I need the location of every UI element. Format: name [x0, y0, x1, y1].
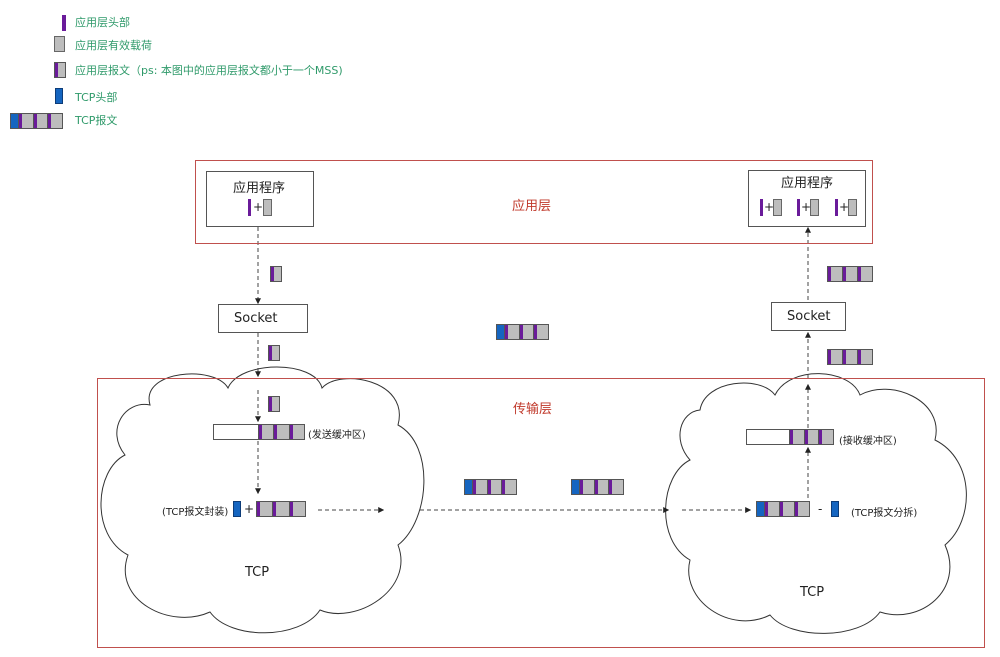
- receiver-app-box: 应用程序 + + +: [748, 170, 866, 227]
- legend-tcp-header-label: TCP头部: [75, 91, 118, 104]
- sender-app-box: 应用程序 +: [206, 171, 314, 227]
- legend-tcp-segment-swatch: [10, 113, 63, 129]
- receiver-app-payload-1: [773, 199, 782, 216]
- receive-buffer-label: (接收缓冲区): [839, 436, 897, 447]
- receiver-app-header-3: [835, 199, 838, 216]
- receiver-app-messages-1: [827, 266, 873, 282]
- tcp-encapsulate-label: (TCP报文封装): [162, 507, 229, 518]
- receiver-app-header-1: [760, 199, 763, 216]
- receiver-socket-label: Socket: [787, 309, 831, 324]
- receiver-app-payload-2: [810, 199, 819, 216]
- sender-encap-plus: +: [244, 502, 255, 516]
- receive-buffer: [746, 429, 834, 445]
- send-buffer-label: (发送缓冲区): [308, 430, 366, 441]
- legend-app-payload-label: 应用层有效载荷: [75, 39, 152, 52]
- legend-tcp-header-swatch: [55, 88, 63, 104]
- application-layer-label: 应用层: [512, 199, 552, 214]
- receiver-app-plus-1: +: [764, 200, 775, 214]
- sender-socket-box: Socket: [218, 304, 308, 333]
- sender-tcp-header-block: [233, 501, 241, 517]
- receiver-tcp-label: TCP: [800, 585, 825, 600]
- transport-layer-label: 传输层: [513, 402, 553, 417]
- legend-tcp-segment-label: TCP报文: [75, 114, 118, 127]
- sender-app-message-3: [268, 396, 280, 412]
- legend-app-header-swatch: [62, 15, 66, 31]
- sender-app-payload-block: [263, 199, 272, 216]
- sender-tcp-cloud: [100, 366, 425, 634]
- sender-socket-label: Socket: [234, 311, 278, 326]
- receiver-app-payload-3: [848, 199, 857, 216]
- sender-app-message-2: [268, 345, 280, 361]
- sender-app-message-1: [270, 266, 282, 282]
- sender-payload-strip: [256, 501, 306, 517]
- legend-app-header-label: 应用层头部: [75, 16, 130, 29]
- sender-app-header-block: [248, 199, 251, 216]
- tcp-segment-transit-1: [464, 479, 517, 495]
- tcp-segment-transit-2: [571, 479, 624, 495]
- sender-tcp-label: TCP: [245, 565, 270, 580]
- application-layer-box: [195, 160, 873, 244]
- sender-app-plus: +: [253, 200, 264, 214]
- tcp-segment-midair: [496, 324, 549, 340]
- receiver-app-plus-2: +: [801, 200, 812, 214]
- transport-layer-box: [97, 378, 985, 648]
- receiver-app-title: 应用程序: [781, 176, 834, 191]
- legend-app-message-swatch: [54, 62, 66, 78]
- receiver-app-messages-2: [827, 349, 873, 365]
- legend-app-payload-swatch: [54, 36, 65, 52]
- receiver-socket-box: Socket: [771, 302, 846, 331]
- receiver-tcp-cloud: [665, 373, 967, 634]
- receiver-tcp-segment: [756, 501, 810, 517]
- receiver-split-minus: -: [818, 502, 823, 516]
- send-buffer: [213, 424, 305, 440]
- receiver-app-header-2: [797, 199, 800, 216]
- legend-app-message-label: 应用层报文（ps: 本图中的应用层报文都小于一个MSS): [75, 64, 343, 77]
- receiver-tcp-header-block: [831, 501, 839, 517]
- sender-app-title: 应用程序: [233, 181, 286, 196]
- tcp-split-label: (TCP报文分拆): [851, 508, 918, 519]
- receiver-app-plus-3: +: [839, 200, 850, 214]
